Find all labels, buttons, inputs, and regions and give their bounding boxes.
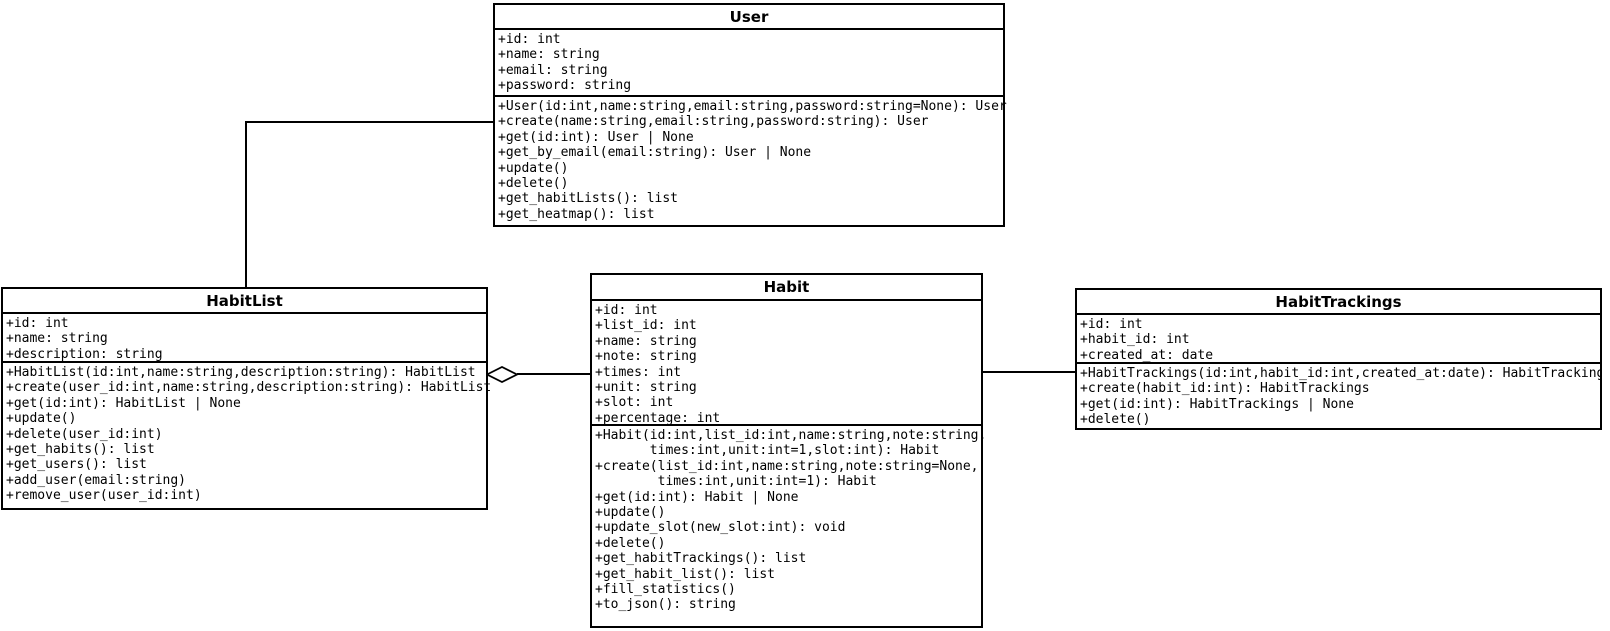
member-line: +get_heatmap(): list [498, 206, 655, 222]
class-attributes-habittrackings: +id: int+habit_id: int+created_at: date [1077, 315, 1600, 364]
class-box-habit: Habit +id: int+list_id: int+name: string… [590, 273, 987, 628]
member-line: +get(id:int): HabitList | None [6, 395, 241, 411]
member-line: +HabitTrackings(id:int,habit_id:int,crea… [1080, 366, 1600, 381]
member-line: times:int,unit:int=1): Habit [595, 474, 877, 490]
member-line: +percentage: int [595, 410, 721, 426]
member-line: +create(user_id:int,name:string,descript… [6, 380, 492, 396]
member-line: +habit_id: int [1080, 332, 1190, 348]
member-line: +get_by_email(email:string): User | None [498, 145, 812, 161]
member-line: +id: int [498, 32, 561, 47]
member-line: +get(id:int): User | None [498, 129, 694, 145]
class-methods-habit: +Habit(id:int,list_id:int,name:string,no… [592, 426, 987, 626]
member-line: +create(habit_id:int): HabitTrackings [1080, 381, 1370, 397]
member-line: +unit: string [595, 380, 697, 396]
member-line: +name: string [498, 47, 600, 63]
member-line: +User(id:int,name:string,email:string,pa… [498, 99, 1007, 114]
member-line: +get(id:int): Habit | None [595, 489, 799, 505]
member-line: +name: string [6, 331, 108, 347]
member-line: +add_user(email:string) [6, 472, 187, 488]
class-attributes-user: +id: int+name: string+email: string+pass… [495, 30, 1003, 97]
member-line: +password: string [498, 78, 632, 94]
member-line: +id: int [6, 316, 69, 331]
member-line: +update() [6, 411, 77, 427]
class-title-habitlist: HabitList [3, 289, 486, 314]
member-line: +remove_user(user_id:int) [6, 488, 202, 504]
member-line: +delete() [1080, 412, 1151, 428]
class-box-habittrackings: HabitTrackings +id: int+habit_id: int+cr… [1075, 288, 1602, 430]
member-line: +slot: int [595, 395, 674, 411]
member-line: +get_users(): list [6, 457, 147, 473]
member-line: +create(list_id:int,name:string,note:str… [595, 458, 979, 474]
class-title-habit: Habit [592, 275, 981, 301]
member-line: +update() [498, 160, 569, 176]
member-line: +list_id: int [595, 318, 697, 334]
connector-user-habitlist-horizontal [245, 121, 493, 123]
member-line: +email: string [498, 62, 608, 78]
member-line: +id: int [595, 303, 658, 318]
connector-habit-habittrackings-line [983, 371, 1075, 373]
connector-habitlist-habit-line [517, 373, 590, 375]
member-line: times:int,unit:int=1,slot:int): Habit [595, 443, 940, 459]
member-line: +id: int [1080, 317, 1143, 332]
class-title-habittrackings: HabitTrackings [1077, 290, 1600, 315]
class-methods-habittrackings: +HabitTrackings(id:int,habit_id:int,crea… [1077, 364, 1600, 428]
member-line: +description: string [6, 346, 163, 362]
member-line: +get_habits(): list [6, 442, 155, 458]
member-line: +note: string [595, 349, 697, 365]
member-line: +HabitList(id:int,name:string,descriptio… [6, 365, 476, 380]
class-box-habitlist: HabitList +id: int+name: string+descript… [1, 287, 492, 510]
member-line: +update_slot(new_slot:int): void [595, 520, 846, 536]
member-line: +create(name:string,email:string,passwor… [498, 114, 929, 130]
class-methods-user: +User(id:int,name:string,email:string,pa… [495, 97, 1007, 225]
member-line: +times: int [595, 364, 682, 380]
class-title-user: User [495, 5, 1003, 30]
member-line: +get_habit_list(): list [595, 566, 776, 582]
member-line: +delete() [498, 176, 569, 192]
member-line: +Habit(id:int,list_id:int,name:string,no… [595, 428, 987, 443]
member-line: +get_habitLists(): list [498, 191, 679, 207]
class-attributes-habit: +id: int+list_id: int+name: string+note:… [592, 301, 981, 426]
member-line: +get_habitTrackings(): list [595, 551, 807, 567]
member-line: +created_at: date [1080, 347, 1214, 363]
member-line: +to_json(): string [595, 597, 736, 613]
member-line: +name: string [595, 333, 697, 349]
class-box-user: User +id: int+name: string+email: string… [493, 3, 1007, 227]
connector-user-habitlist-vertical [245, 121, 247, 287]
class-attributes-habitlist: +id: int+name: string+description: strin… [3, 314, 486, 363]
member-line: +fill_statistics() [595, 582, 736, 598]
member-line: +delete() [595, 535, 666, 551]
member-line: +get(id:int): HabitTrackings | None [1080, 396, 1354, 412]
member-line: +delete(user_id:int) [6, 426, 163, 442]
member-line: +update() [595, 505, 666, 521]
class-methods-habitlist: +HabitList(id:int,name:string,descriptio… [3, 363, 492, 508]
